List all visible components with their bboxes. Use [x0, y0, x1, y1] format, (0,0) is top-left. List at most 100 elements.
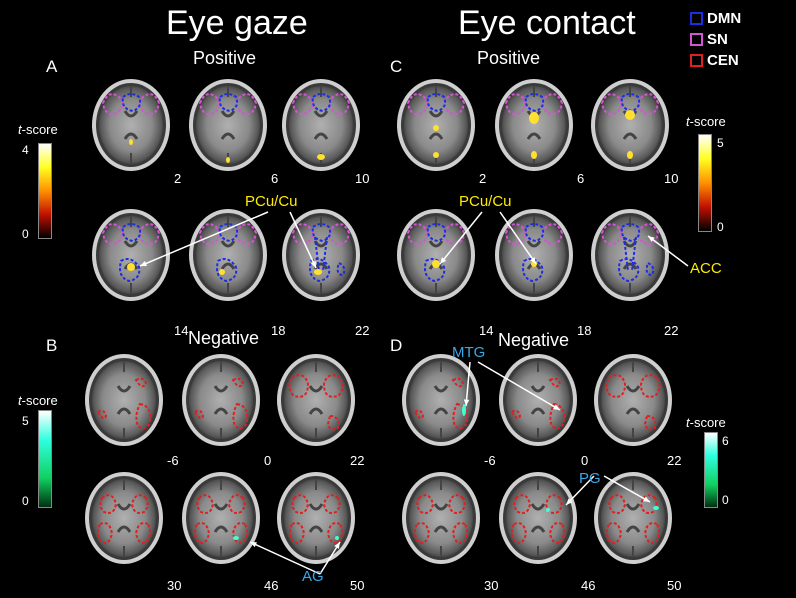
brain-slice-d-5 [497, 470, 579, 566]
sn-right-C2 [637, 93, 660, 115]
column-title-eye-gaze: Eye gaze [166, 4, 308, 42]
brain-slice-d-4 [400, 470, 482, 566]
dmn-posterior-A4 [216, 258, 238, 283]
pg-label: PG [579, 470, 601, 487]
dmn-frontal-A4 [218, 223, 239, 243]
pcu-label-c: PCu/Cu [459, 193, 512, 210]
panel-a-title: Positive [193, 48, 257, 68]
arrow-pcu-c-left-line [439, 211, 483, 265]
activation-a2 [226, 157, 230, 163]
cen-c-D2 [643, 414, 657, 431]
arrow-pcu-c-right-head [530, 257, 536, 264]
arrow-ag-left-head [250, 542, 257, 548]
sn-right-A1 [235, 93, 258, 115]
arrow-pg-right-line [603, 475, 651, 503]
activation-d6 [653, 506, 659, 510]
mtg-label: MTG [452, 344, 486, 361]
slice-number-d-5: 46 [581, 578, 596, 593]
colorbar-c-gradient [698, 134, 712, 232]
dmn-posterior-A3 [119, 258, 141, 283]
slice-number-c-5: 18 [577, 323, 592, 338]
arrow-ag-left-line [249, 541, 321, 575]
sn-right-A5 [328, 223, 351, 245]
dmn-posterior-C3 [424, 258, 446, 283]
slice-number-b-3: 22 [350, 453, 365, 468]
brain-slice-d-3 [592, 352, 674, 448]
dmn-frontal-A1 [218, 93, 239, 113]
slice-number-c-3: 10 [664, 171, 679, 186]
colorbar-a-gradient [38, 143, 52, 239]
cen-c-D1 [510, 409, 522, 420]
colorbar-b: t-score [18, 393, 58, 408]
colorbar-b-max: 5 [22, 414, 29, 428]
slice-number-a-1: 2 [174, 171, 182, 186]
sn-right-C0 [443, 93, 466, 115]
dmn-posterior-C4 [522, 258, 544, 283]
arrow-mtg-left-line [465, 361, 471, 407]
activation-d5 [546, 508, 550, 512]
dmn-swatch [690, 12, 703, 25]
brain-slice-a-1 [90, 77, 172, 173]
slice-number-d-6: 50 [667, 578, 682, 593]
cen-b-D1 [549, 402, 566, 430]
colorbar-c: t-score [686, 114, 726, 129]
slice-number-b-5: 46 [264, 578, 279, 593]
cen-b-D2 [639, 374, 661, 398]
sn-right-A0 [138, 93, 161, 115]
cen-b-B1 [232, 402, 249, 430]
panel-letter-a: A [46, 57, 58, 76]
sn-right-A3 [138, 223, 161, 245]
panel-c-title: Positive [477, 48, 541, 68]
cen-swatch [690, 54, 703, 67]
slice-number-c-1: 2 [479, 171, 487, 186]
dmn-frontal-C5 [620, 223, 641, 243]
ag-label: AG [302, 568, 324, 585]
activation-c2b [531, 151, 537, 159]
activation-a3 [317, 154, 325, 160]
activation-a1 [129, 139, 133, 145]
slice-number-c-2: 6 [577, 171, 585, 186]
slice-number-c-6: 22 [664, 323, 679, 338]
brain-slice-c-6 [589, 207, 671, 303]
panel-letter-b: B [46, 336, 58, 355]
brain-slice-b-4 [83, 470, 165, 566]
pcu-label-a: PCu/Cu [245, 193, 298, 210]
dmn-medial-C [623, 236, 637, 272]
activation-a5 [219, 269, 225, 275]
activation-b6 [335, 536, 339, 540]
brain-slice-b-2 [180, 352, 262, 448]
cen-a-D1 [548, 377, 562, 388]
activation-c3b [627, 151, 633, 159]
column-title-eye-contact: Eye contact [458, 4, 636, 42]
acc-label: ACC [690, 260, 722, 277]
slice-number-a-5: 18 [271, 323, 286, 338]
slice-number-d-3: 22 [667, 453, 682, 468]
slice-number-b-6: 50 [350, 578, 365, 593]
slice-number-d-4: 30 [484, 578, 499, 593]
arrow-pcu-a-left-head [140, 260, 147, 267]
sn-left-C4 [504, 223, 527, 245]
arrow-pcu-a-left-line [139, 211, 269, 267]
legend-cen: CEN [690, 52, 741, 69]
arrow-pcu-c-left-head [440, 257, 447, 264]
colorbar-d-gradient [704, 432, 718, 508]
colorbar-a: t-score [18, 122, 58, 137]
activation-c2 [529, 112, 539, 124]
activation-a4 [127, 263, 135, 271]
colorbar-b-title: t-score [18, 393, 58, 408]
panel-b-title: Negative [188, 328, 260, 348]
colorbar-c-max: 5 [717, 136, 724, 150]
colorbar-b-gradient [38, 410, 52, 508]
dmn-frontal-A3 [121, 223, 142, 243]
sn-left-C0 [406, 93, 429, 115]
sn-left-C5 [600, 223, 623, 245]
activation-a6 [314, 269, 322, 275]
brain-slice-a-6 [280, 207, 362, 303]
activation-c1 [433, 125, 439, 131]
colorbar-d-title: t-score [686, 415, 726, 430]
cen-a-D0 [451, 377, 465, 388]
legend-dmn: DMN [690, 10, 741, 27]
panel-letter-d: D [390, 336, 403, 355]
slice-number-a-4: 14 [174, 323, 189, 338]
sn-right-C5 [637, 223, 660, 245]
